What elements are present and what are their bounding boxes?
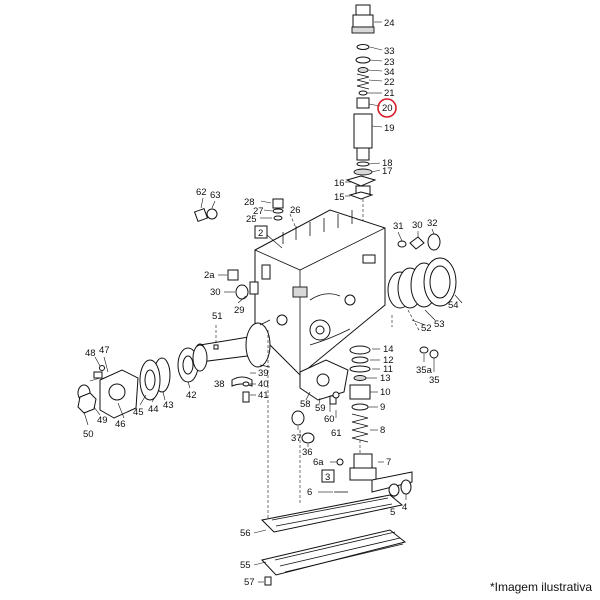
- label-50: 50: [83, 429, 94, 440]
- label-17: 17: [382, 166, 393, 177]
- lever-parts: [231, 372, 256, 403]
- label-52: 52: [421, 323, 432, 334]
- label-55: 55: [240, 560, 251, 571]
- label-36: 36: [302, 447, 313, 458]
- tappet-parts: [318, 440, 413, 505]
- label-34: 34: [384, 67, 395, 78]
- highlight-circle: [377, 98, 397, 118]
- label-14: 14: [383, 344, 394, 355]
- label-57: 57: [244, 577, 255, 588]
- label-2: 2: [258, 228, 263, 239]
- label-35: 35: [429, 375, 440, 386]
- label-30-right: 30: [412, 220, 423, 231]
- label-24: 24: [384, 18, 395, 29]
- label-18: 18: [382, 158, 393, 169]
- illustrative-image-caption: *Imagem ilustrativa: [489, 580, 592, 594]
- label-7: 7: [386, 457, 391, 468]
- label-21: 21: [384, 88, 395, 99]
- label-23: 23: [384, 57, 395, 68]
- label-25: 25: [246, 214, 257, 225]
- label-9: 9: [380, 402, 385, 413]
- label-27: 27: [253, 206, 264, 217]
- label-6a: 6a: [313, 457, 324, 468]
- label-45: 45: [133, 407, 144, 418]
- pump-housing: [254, 209, 386, 376]
- label-6: 6: [307, 487, 312, 498]
- label-30: 30: [210, 287, 221, 298]
- label-37: 37: [291, 433, 302, 444]
- camshaft-assembly: [77, 319, 271, 426]
- label-38: 38: [214, 379, 225, 390]
- label-4: 4: [402, 502, 407, 513]
- label-32: 32: [427, 218, 438, 229]
- label-20: 20: [382, 103, 393, 114]
- label-28: 28: [244, 197, 255, 208]
- label-56: 56: [240, 528, 251, 539]
- label-29: 29: [234, 305, 245, 316]
- label-31: 31: [393, 221, 404, 232]
- label-box-2: [254, 225, 268, 239]
- parts-62-63: [193, 197, 218, 223]
- label-39: 39: [258, 368, 269, 379]
- parts-25-28: [260, 198, 297, 229]
- label-40: 40: [258, 379, 269, 390]
- label-58: 58: [300, 399, 311, 410]
- label-22: 22: [384, 77, 395, 88]
- label-62: 62: [196, 187, 207, 198]
- governor-side-parts: [387, 228, 463, 372]
- label-16: 16: [334, 178, 345, 189]
- label-59: 59: [315, 403, 326, 414]
- label-12: 12: [383, 355, 394, 366]
- label-47: 47: [99, 345, 110, 356]
- label-33: 33: [384, 46, 395, 57]
- label-44: 44: [148, 404, 159, 415]
- label-15: 15: [334, 192, 345, 203]
- label-43: 43: [163, 400, 174, 411]
- label-11: 11: [383, 364, 393, 375]
- label-46: 46: [115, 419, 126, 430]
- delivery-valve-stack: [345, 4, 383, 232]
- parts-36-37: [291, 410, 315, 447]
- label-53: 53: [434, 319, 445, 330]
- label-2a: 2a: [204, 270, 215, 281]
- label-13: 13: [380, 373, 391, 384]
- label-19: 19: [384, 123, 395, 134]
- label-61: 61: [331, 428, 342, 439]
- base-plates: [253, 330, 407, 586]
- parts-2a-29-30: [218, 269, 259, 304]
- label-42: 42: [186, 390, 197, 401]
- part-number-labels: 24 33 23 34 22 21 20 19 18 17 16 15 62 6…: [83, 18, 459, 588]
- label-35a: 35a: [416, 365, 433, 376]
- label-54: 54: [448, 300, 459, 311]
- label-63: 63: [210, 190, 221, 201]
- label-41: 41: [258, 390, 269, 401]
- plunger-stack: [349, 345, 380, 443]
- label-8: 8: [380, 425, 385, 436]
- plate-58-61: [299, 359, 349, 418]
- label-3: 3: [325, 472, 330, 483]
- label-10: 10: [380, 387, 391, 398]
- label-60: 60: [324, 414, 335, 425]
- label-26: 26: [290, 205, 301, 216]
- label-box-3: [321, 469, 335, 483]
- label-49: 49: [97, 415, 108, 426]
- label-51: 51: [212, 311, 223, 322]
- label-48: 48: [85, 348, 96, 359]
- label-5: 5: [390, 507, 395, 518]
